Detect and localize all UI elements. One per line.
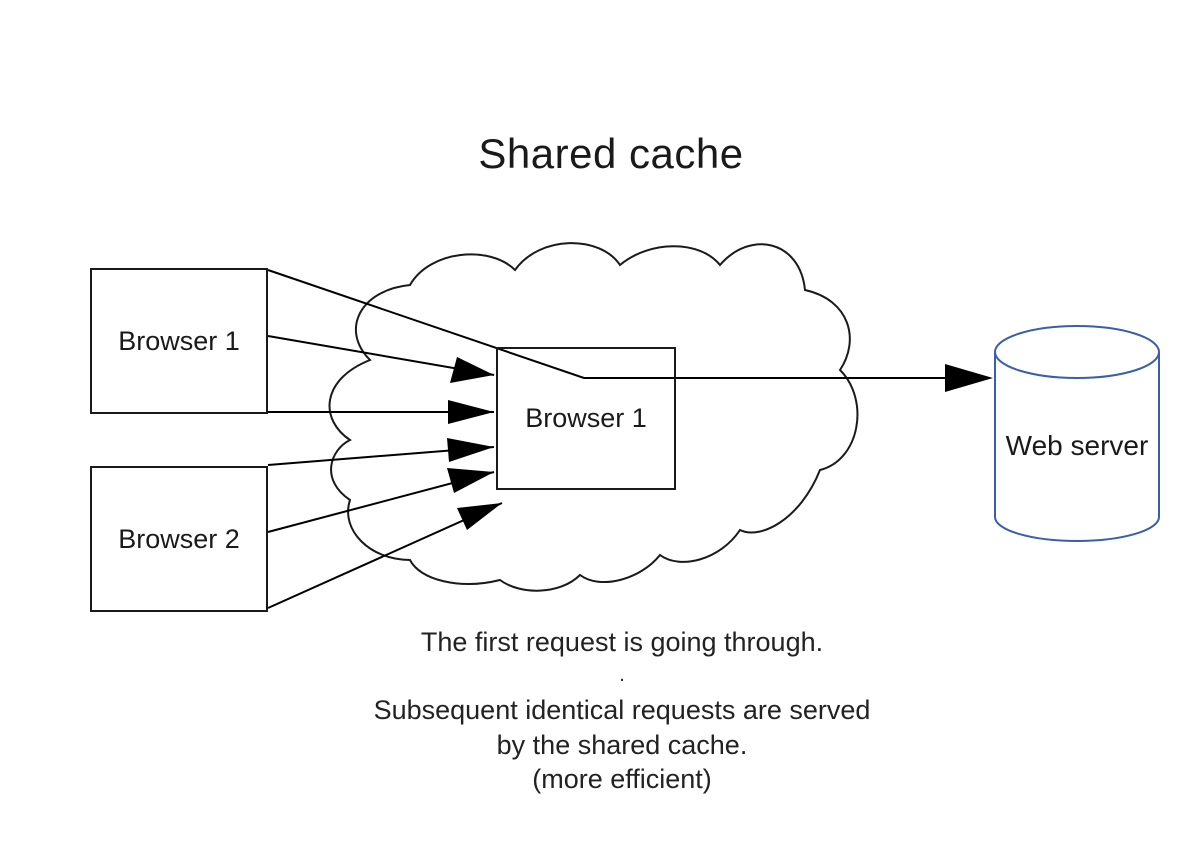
browser-2-label: Browser 2 (118, 523, 240, 554)
arrowhead-5 (457, 503, 502, 530)
caption-line-2: Subsequent identical requests are served (373, 695, 871, 725)
arrowhead-2 (448, 400, 494, 424)
caption-line-3: by the shared cache. (496, 730, 748, 760)
caption-line-4: (more efficient) (532, 764, 712, 794)
browser-2-box: Browser 2 (90, 466, 268, 612)
browser-1-label: Browser 1 (118, 325, 240, 356)
cache-cloud (328, 242, 859, 592)
arrowhead-1 (450, 357, 494, 383)
arrowhead-server (945, 364, 993, 392)
first-request-line (267, 269, 945, 379)
browser-1-box: Browser 1 (90, 268, 268, 414)
shared-cache-label: Browser 1 (525, 403, 647, 433)
web-server-cylinder (994, 325, 1160, 542)
caption-line-1: The first request is going through. (420, 627, 824, 657)
shared-cache-box: Browser 1 (496, 347, 676, 490)
caption-dot: . (619, 664, 625, 686)
arrowhead-3 (447, 438, 494, 462)
web-server-label: Web server (1005, 430, 1149, 461)
arrowhead-4 (447, 468, 494, 493)
diagram-title: Shared cache (478, 130, 744, 177)
